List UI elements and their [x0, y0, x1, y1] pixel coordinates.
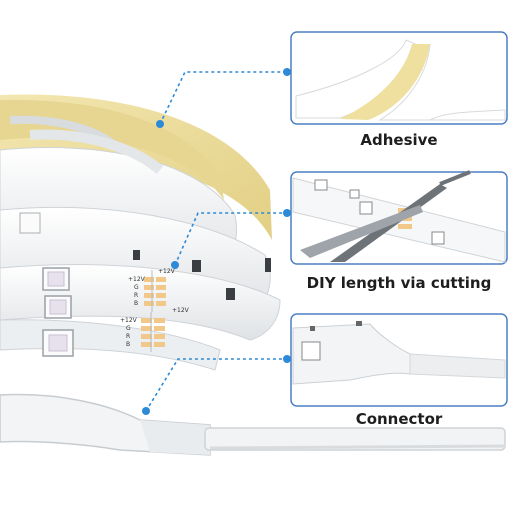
pad-label: +12V — [158, 268, 176, 275]
pad-label: +12V — [172, 307, 190, 314]
pad-label: G — [126, 325, 131, 332]
callout-dot — [283, 355, 291, 363]
pad-label: R — [126, 333, 130, 340]
pad-label: +12V — [128, 276, 146, 283]
coiled-strip: +12V G R B +12V +12V +12V G R B — [0, 94, 506, 456]
pad-label: G — [134, 284, 139, 291]
callout-cutting — [171, 170, 508, 269]
feature-label-connector: Connector — [355, 410, 443, 428]
pad-label: B — [126, 341, 130, 348]
callout-dot — [171, 261, 179, 269]
callout-dot — [156, 120, 164, 128]
callout-adhesive — [156, 31, 508, 128]
callout-dot — [283, 68, 291, 76]
callout-dot — [283, 209, 291, 217]
pad-label: +12V — [120, 317, 138, 324]
callout-dot — [142, 407, 150, 415]
feature-label-cutting: DIY length via cutting — [306, 274, 492, 292]
callout-connector — [142, 313, 508, 415]
pad-label: B — [134, 300, 138, 307]
feature-label-adhesive: Adhesive — [360, 131, 438, 149]
pad-label: R — [134, 292, 138, 299]
